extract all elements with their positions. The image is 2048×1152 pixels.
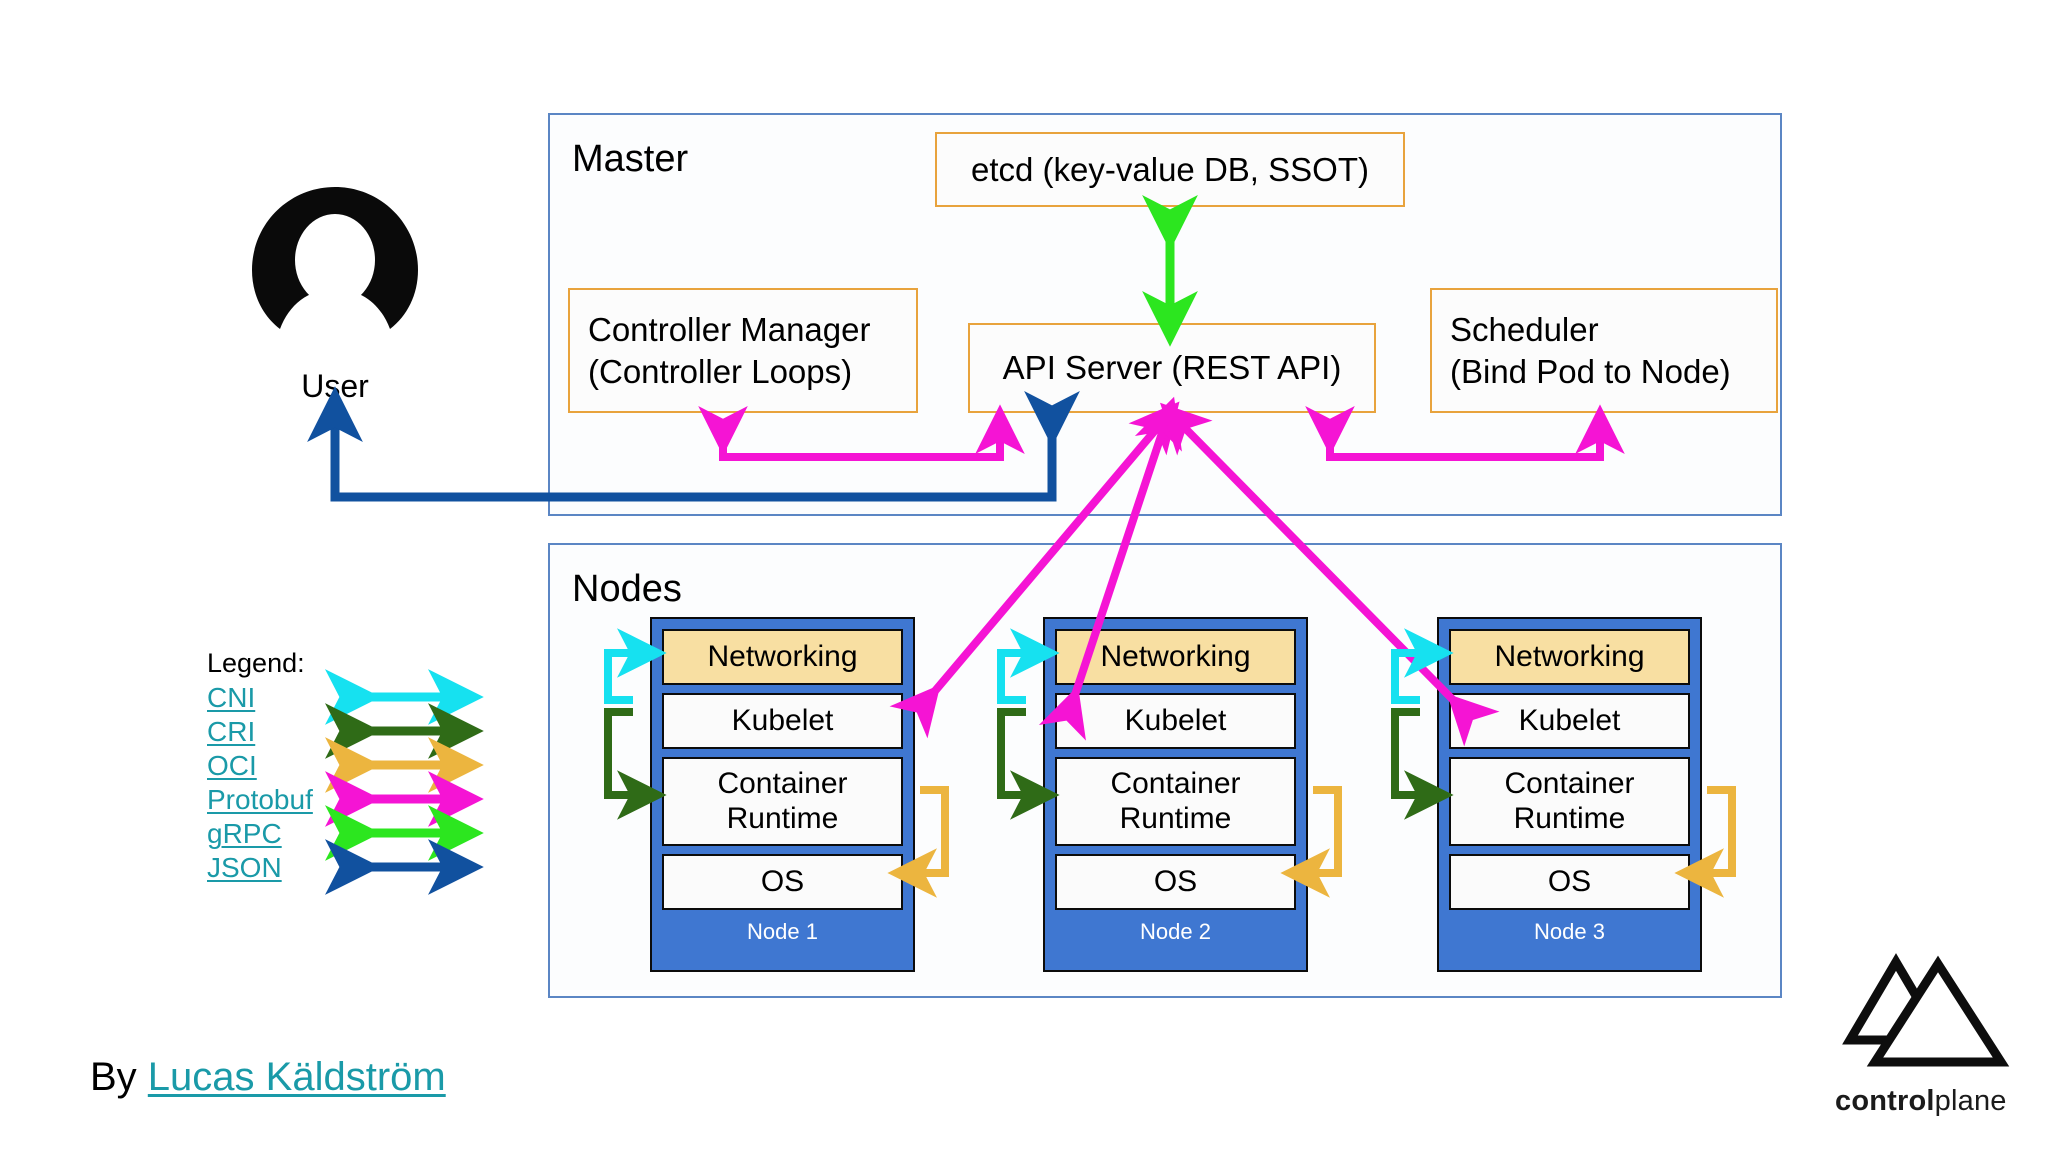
credit: By Lucas Käldström: [90, 1055, 446, 1100]
node-1-networking-label: Networking: [707, 639, 858, 673]
master-group-title: Master: [572, 138, 689, 180]
node-1-name: Node 1: [747, 919, 818, 944]
node-3[interactable]: Networking Kubelet Container Runtime OS …: [1437, 617, 1702, 972]
node-2-container-runtime-label: Container Runtime: [1110, 767, 1241, 835]
node-2-container-runtime[interactable]: Container Runtime: [1055, 757, 1296, 846]
controlplane-wordmark: controlplane: [1835, 1085, 2007, 1118]
node-3-networking[interactable]: Networking: [1449, 629, 1690, 685]
controller-manager-label-line2: (Controller Loops): [588, 352, 853, 390]
node-1-os-label: OS: [760, 864, 805, 898]
node-3-kubelet[interactable]: Kubelet: [1449, 693, 1690, 749]
legend-item-oci[interactable]: OCI: [207, 750, 257, 781]
nodes-group-title: Nodes: [572, 568, 682, 610]
node-1-kubelet-label: Kubelet: [731, 703, 834, 737]
controller-manager-box[interactable]: Controller Manager (Controller Loops): [568, 288, 918, 413]
legend-item-grpc[interactable]: gRPC: [207, 818, 282, 849]
credit-author-link[interactable]: Lucas Käldström: [147, 1055, 446, 1099]
node-1-kubelet[interactable]: Kubelet: [662, 693, 903, 749]
node-2-networking-label: Networking: [1100, 639, 1251, 673]
node-2-name: Node 2: [1140, 919, 1211, 944]
legend-item-cni[interactable]: CNI: [207, 682, 256, 713]
controlplane-triangles-icon: [1838, 950, 2013, 1075]
etcd-label: etcd (key-value DB, SSOT): [971, 150, 1369, 188]
scheduler-box[interactable]: Scheduler (Bind Pod to Node): [1430, 288, 1778, 413]
node-2-os[interactable]: OS: [1055, 854, 1296, 910]
node-3-name: Node 3: [1534, 919, 1605, 944]
user-label: User: [301, 368, 369, 404]
legend-item-protobuf[interactable]: Protobuf: [207, 784, 313, 815]
node-3-container-runtime-label: Container Runtime: [1504, 767, 1635, 835]
node-3-kubelet-label: Kubelet: [1518, 703, 1621, 737]
node-3-container-runtime[interactable]: Container Runtime: [1449, 757, 1690, 846]
legend-item-json[interactable]: JSON: [207, 852, 282, 883]
node-1-networking[interactable]: Networking: [662, 629, 903, 685]
credit-prefix: By: [90, 1055, 148, 1099]
node-1[interactable]: Networking Kubelet Container Runtime OS …: [650, 617, 915, 972]
node-3-os-label: OS: [1547, 864, 1592, 898]
node-2-kubelet-label: Kubelet: [1124, 703, 1227, 737]
node-1-os[interactable]: OS: [662, 854, 903, 910]
user-avatar-icon: [250, 185, 420, 335]
logo-word-bold: control: [1835, 1085, 1935, 1117]
legend-title: Legend:: [207, 648, 305, 678]
scheduler-label-line1: Scheduler: [1450, 311, 1599, 349]
node-1-container-runtime[interactable]: Container Runtime: [662, 757, 903, 846]
api-server-box[interactable]: API Server (REST API): [968, 323, 1376, 413]
scheduler-label-line2: (Bind Pod to Node): [1450, 352, 1731, 390]
etcd-box[interactable]: etcd (key-value DB, SSOT): [935, 132, 1405, 207]
node-3-networking-label: Networking: [1494, 639, 1645, 673]
controller-manager-label-line1: Controller Manager: [588, 311, 871, 349]
node-2-os-label: OS: [1153, 864, 1198, 898]
api-server-label: API Server (REST API): [1002, 349, 1342, 387]
node-2-networking[interactable]: Networking: [1055, 629, 1296, 685]
legend-item-cri[interactable]: CRI: [207, 716, 256, 747]
node-1-container-runtime-label: Container Runtime: [717, 767, 848, 835]
node-2-kubelet[interactable]: Kubelet: [1055, 693, 1296, 749]
logo-word-regular: plane: [1934, 1085, 2007, 1117]
node-3-os[interactable]: OS: [1449, 854, 1690, 910]
node-2[interactable]: Networking Kubelet Container Runtime OS …: [1043, 617, 1308, 972]
